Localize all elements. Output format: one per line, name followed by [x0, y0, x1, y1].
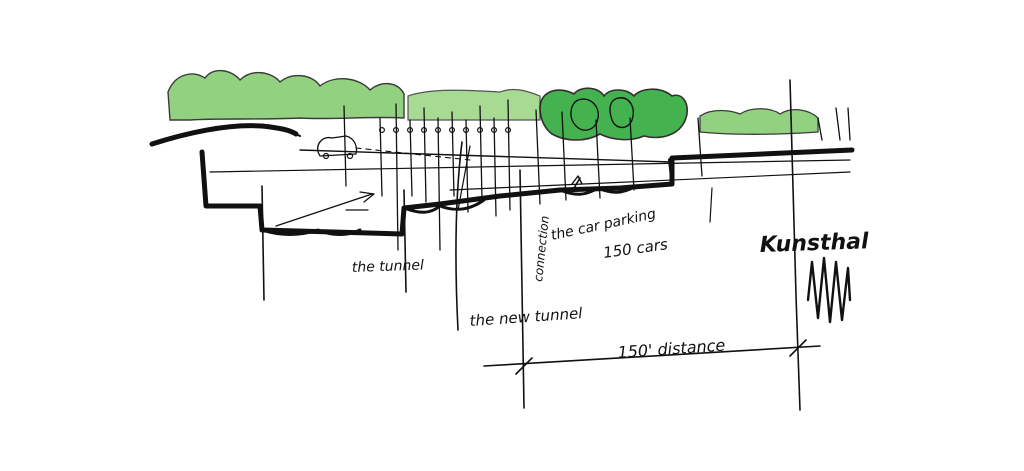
building-zigzag	[806, 256, 852, 324]
tree-group-dark	[539, 87, 688, 141]
ground-line	[149, 123, 855, 191]
parking-count-label: 150 cars	[602, 235, 669, 262]
dimension-line	[483, 339, 821, 375]
car-icon	[317, 135, 358, 160]
tree-canopy-right	[699, 108, 819, 135]
tree-canopy-left	[167, 70, 405, 121]
leader-lines	[261, 79, 801, 411]
left-tunnel-label: the tunnel	[352, 257, 425, 276]
dimension-label: 150' distance	[617, 336, 726, 362]
connection-label: connection	[531, 215, 552, 282]
vertical-columns	[343, 99, 851, 251]
kunsthal-label: Kunsthal	[759, 229, 869, 258]
new-tunnel-label: the new tunnel	[469, 304, 584, 330]
dashed-path	[355, 147, 471, 161]
tree-canopy-middle	[407, 88, 541, 121]
underground-section	[199, 149, 675, 237]
